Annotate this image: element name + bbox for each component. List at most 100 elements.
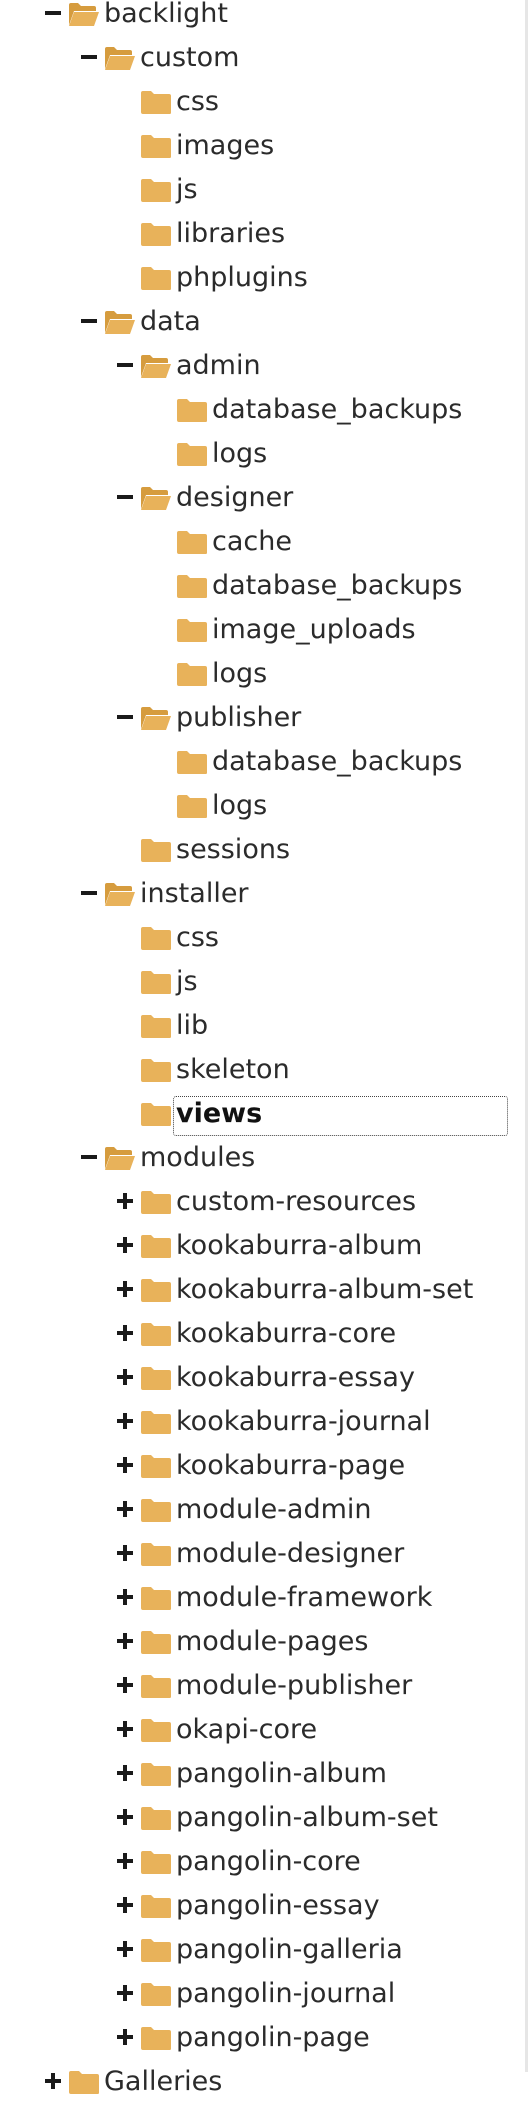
expand-icon[interactable] xyxy=(112,1188,138,1214)
tree-node-module-admin[interactable]: module-admin xyxy=(0,1489,528,1533)
collapse-icon[interactable] xyxy=(112,352,138,378)
tree-node-label[interactable]: css xyxy=(176,86,219,117)
tree-node-publisher[interactable]: publisher xyxy=(0,697,528,741)
tree-node-label[interactable]: lib xyxy=(176,1010,209,1041)
collapse-icon[interactable] xyxy=(76,880,102,906)
tree-node-label[interactable]: kookaburra-essay xyxy=(176,1362,415,1393)
tree-node-module-publisher[interactable]: module-publisher xyxy=(0,1665,528,1709)
tree-node-modules[interactable]: modules xyxy=(0,1137,528,1181)
tree-node-label[interactable]: css xyxy=(176,922,219,953)
tree-node-pangolin-album-set[interactable]: pangolin-album-set xyxy=(0,1797,528,1841)
tree-node-libraries[interactable]: libraries xyxy=(0,213,528,257)
tree-node-label[interactable]: pangolin-essay xyxy=(176,1890,380,1921)
tree-node-label[interactable]: installer xyxy=(140,878,249,909)
tree-node-installer[interactable]: installer xyxy=(0,873,528,917)
tree-node-js[interactable]: js xyxy=(0,169,528,213)
tree-node-database-backups[interactable]: database_backups xyxy=(0,389,528,433)
tree-node-custom[interactable]: custom xyxy=(0,37,528,81)
tree-node-label[interactable]: module-designer xyxy=(176,1538,405,1569)
tree-node-label[interactable]: database_backups xyxy=(212,746,463,777)
expand-icon[interactable] xyxy=(112,1980,138,2006)
tree-node-admin[interactable]: admin xyxy=(0,345,528,389)
tree-node-label[interactable]: pangolin-page xyxy=(176,2022,370,2053)
tree-node-label[interactable]: admin xyxy=(176,350,261,381)
tree-node-image-uploads[interactable]: image_uploads xyxy=(0,609,528,653)
tree-node-cache[interactable]: cache xyxy=(0,521,528,565)
tree-node-label[interactable]: modules xyxy=(140,1142,256,1173)
expand-icon[interactable] xyxy=(112,1496,138,1522)
tree-node-label[interactable]: okapi-core xyxy=(176,1714,318,1745)
expand-icon[interactable] xyxy=(112,1540,138,1566)
tree-node-label[interactable]: kookaburra-core xyxy=(176,1318,397,1349)
tree-node-label[interactable]: custom-resources xyxy=(176,1186,417,1217)
tree-node-label[interactable]: kookaburra-journal xyxy=(176,1406,431,1437)
expand-icon[interactable] xyxy=(112,1936,138,1962)
tree-node-custom-resources[interactable]: custom-resources xyxy=(0,1181,528,1225)
expand-icon[interactable] xyxy=(112,1408,138,1434)
tree-node-label[interactable]: pangolin-journal xyxy=(176,1978,396,2009)
tree-node-kookaburra-album-set[interactable]: kookaburra-album-set xyxy=(0,1269,528,1313)
tree-node-okapi-core[interactable]: okapi-core xyxy=(0,1709,528,1753)
tree-node-css[interactable]: css xyxy=(0,917,528,961)
tree-node-label[interactable]: pangolin-album-set xyxy=(176,1802,438,1833)
tree-node-label[interactable]: module-pages xyxy=(176,1626,369,1657)
tree-node-pangolin-core[interactable]: pangolin-core xyxy=(0,1841,528,1885)
tree-node-phplugins[interactable]: phplugins xyxy=(0,257,528,301)
expand-icon[interactable] xyxy=(112,1276,138,1302)
tree-node-label[interactable]: images xyxy=(176,130,275,161)
tree-node-label[interactable]: skeleton xyxy=(176,1054,290,1085)
expand-icon[interactable] xyxy=(112,1232,138,1258)
tree-node-module-framework[interactable]: module-framework xyxy=(0,1577,528,1621)
expand-icon[interactable] xyxy=(112,1320,138,1346)
tree-node-label[interactable]: pangolin-galleria xyxy=(176,1934,403,1965)
tree-node-label[interactable]: module-publisher xyxy=(176,1670,413,1701)
tree-node-label[interactable]: publisher xyxy=(176,702,302,733)
collapse-icon[interactable] xyxy=(112,484,138,510)
tree-node-pangolin-album[interactable]: pangolin-album xyxy=(0,1753,528,1797)
tree-node-css[interactable]: css xyxy=(0,81,528,125)
tree-node-label[interactable]: custom xyxy=(140,42,240,73)
tree-node-label[interactable]: image_uploads xyxy=(212,614,416,645)
tree-node-database-backups[interactable]: database_backups xyxy=(0,565,528,609)
scrollbar-track[interactable] xyxy=(525,0,528,2072)
tree-node-label[interactable]: Galleries xyxy=(104,2066,223,2097)
tree-node-label[interactable]: kookaburra-page xyxy=(176,1450,406,1481)
expand-icon[interactable] xyxy=(112,2024,138,2050)
expand-icon[interactable] xyxy=(112,1364,138,1390)
tree-node-logs[interactable]: logs xyxy=(0,653,528,697)
tree-node-label[interactable]: module-admin xyxy=(176,1494,372,1525)
tree-node-galleries[interactable]: Galleries xyxy=(0,2061,528,2105)
tree-node-logs[interactable]: logs xyxy=(0,785,528,829)
expand-icon[interactable] xyxy=(112,1672,138,1698)
collapse-icon[interactable] xyxy=(76,44,102,70)
tree-node-pangolin-page[interactable]: pangolin-page xyxy=(0,2017,528,2061)
collapse-icon[interactable] xyxy=(76,308,102,334)
tree-node-label[interactable]: js xyxy=(176,966,198,997)
tree-node-database-backups[interactable]: database_backups xyxy=(0,741,528,785)
tree-node-label[interactable]: database_backups xyxy=(212,394,463,425)
tree-node-label[interactable]: data xyxy=(140,306,201,337)
tree-node-pangolin-journal[interactable]: pangolin-journal xyxy=(0,1973,528,2017)
tree-node-label[interactable]: pangolin-core xyxy=(176,1846,361,1877)
collapse-icon[interactable] xyxy=(112,704,138,730)
tree-node-lib[interactable]: lib xyxy=(0,1005,528,1049)
tree-node-kookaburra-essay[interactable]: kookaburra-essay xyxy=(0,1357,528,1401)
tree-node-views[interactable]: views xyxy=(0,1093,528,1137)
tree-node-designer[interactable]: designer xyxy=(0,477,528,521)
tree-node-label[interactable]: backlight xyxy=(104,0,229,29)
tree-node-kookaburra-journal[interactable]: kookaburra-journal xyxy=(0,1401,528,1445)
tree-node-label[interactable]: js xyxy=(176,174,198,205)
tree-node-label[interactable]: database_backups xyxy=(212,570,463,601)
expand-icon[interactable] xyxy=(112,1584,138,1610)
expand-icon[interactable] xyxy=(112,1892,138,1918)
tree-node-label[interactable]: cache xyxy=(212,526,292,557)
expand-icon[interactable] xyxy=(112,1760,138,1786)
tree-node-label[interactable]: module-framework xyxy=(176,1582,433,1613)
expand-icon[interactable] xyxy=(112,1628,138,1654)
tree-node-label[interactable]: views xyxy=(176,1098,263,1129)
tree-node-kookaburra-core[interactable]: kookaburra-core xyxy=(0,1313,528,1357)
tree-node-module-pages[interactable]: module-pages xyxy=(0,1621,528,1665)
tree-node-kookaburra-album[interactable]: kookaburra-album xyxy=(0,1225,528,1269)
tree-node-logs[interactable]: logs xyxy=(0,433,528,477)
tree-node-skeleton[interactable]: skeleton xyxy=(0,1049,528,1093)
